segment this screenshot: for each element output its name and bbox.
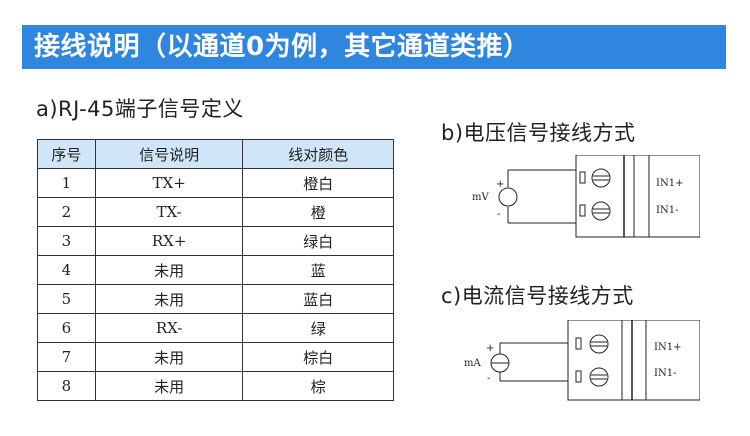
header-index: 序号 xyxy=(37,139,96,169)
cell-wire-color: 橙 xyxy=(242,197,394,227)
cell-signal: 未用 xyxy=(94,284,244,314)
cell-signal: 未用 xyxy=(94,342,244,372)
section-c-title: c)电流信号接线方式 xyxy=(441,284,634,308)
cell-wire-color: 绿 xyxy=(242,313,394,343)
cell-index: 4 xyxy=(37,255,96,285)
rj45-pin-table: 序号 信号说明 线对颜色 1 TX+ 橙白 2 TX- 橙 3 RX+ 绿白 4… xyxy=(37,139,394,401)
section-a-title: a)RJ-45端子信号定义 xyxy=(36,97,244,121)
cell-wire-color: 棕 xyxy=(242,371,394,401)
plus-sign: + xyxy=(486,343,494,354)
terminal-block xyxy=(575,155,700,238)
table-row: 5 未用 蓝白 xyxy=(37,284,394,314)
cell-index: 3 xyxy=(37,226,96,256)
wire-slot-icon xyxy=(575,370,582,383)
cell-signal: 未用 xyxy=(94,255,244,285)
cell-index: 8 xyxy=(37,371,96,401)
cell-wire-color: 橙白 xyxy=(242,168,394,198)
table-row: 1 TX+ 橙白 xyxy=(37,168,394,198)
cell-signal: TX- xyxy=(94,197,244,227)
source-label-ma: mA xyxy=(464,358,481,369)
cell-wire-color: 棕白 xyxy=(242,342,394,372)
minus-sign: - xyxy=(487,373,490,384)
cell-index: 1 xyxy=(37,168,96,198)
cell-index: 5 xyxy=(37,284,96,314)
source-label-mv: mV xyxy=(472,192,489,203)
cell-signal: RX- xyxy=(94,313,244,343)
screw-icon xyxy=(589,367,609,387)
voltage-source-icon xyxy=(498,187,518,207)
cell-index: 2 xyxy=(37,197,96,227)
screw-icon xyxy=(589,334,609,354)
cell-signal: 未用 xyxy=(94,371,244,401)
terminal-label-in1-minus: IN1- xyxy=(654,368,676,379)
cell-signal: RX+ xyxy=(94,226,244,256)
page-banner-title: 接线说明（以通道0为例，其它通道类推） xyxy=(22,25,726,69)
terminal-block xyxy=(567,320,700,401)
cell-index: 6 xyxy=(37,313,96,343)
table-row: 2 TX- 橙 xyxy=(37,197,394,227)
screw-icon xyxy=(591,168,611,188)
wire-slot-icon xyxy=(575,337,582,350)
table-row: 7 未用 棕白 xyxy=(37,342,394,372)
terminal-label-in1-minus: IN1- xyxy=(656,205,678,216)
cell-signal: TX+ xyxy=(94,168,244,198)
table-row: 6 RX- 绿 xyxy=(37,313,394,343)
screw-icon xyxy=(591,201,611,221)
table-row: 4 未用 蓝 xyxy=(37,255,394,285)
plus-sign: + xyxy=(496,179,504,190)
table-row: 8 未用 棕 xyxy=(37,371,394,401)
cell-wire-color: 蓝 xyxy=(242,255,394,285)
terminal-label-in1-plus: IN1+ xyxy=(654,342,681,353)
header-wire-color: 线对颜色 xyxy=(242,139,394,169)
terminal-label-in1-plus: IN1+ xyxy=(656,178,683,189)
table-row: 3 RX+ 绿白 xyxy=(37,226,394,256)
cell-wire-color: 绿白 xyxy=(242,226,394,256)
header-signal: 信号说明 xyxy=(94,139,244,169)
wire-slot-icon xyxy=(579,171,586,184)
cell-wire-color: 蓝白 xyxy=(242,284,394,314)
wire-slot-icon xyxy=(579,204,586,217)
section-b-title: b)电压信号接线方式 xyxy=(441,121,636,145)
current-wiring-diagram: mA + - IN1+ IN1- xyxy=(464,320,700,401)
voltage-wiring-diagram: mV + - IN1+ IN1- xyxy=(472,155,700,238)
minus-sign: - xyxy=(497,209,500,220)
table-header-row: 序号 信号说明 线对颜色 xyxy=(37,139,394,169)
cell-index: 7 xyxy=(37,342,96,372)
